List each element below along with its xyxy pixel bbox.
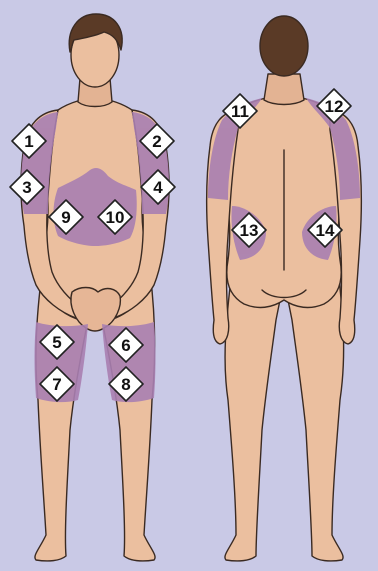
marker-number: 10 bbox=[106, 208, 125, 227]
marker-number: 13 bbox=[240, 221, 259, 240]
marker-number: 4 bbox=[153, 178, 163, 197]
marker-number: 11 bbox=[231, 102, 249, 121]
back-neck bbox=[264, 74, 304, 105]
marker-number: 3 bbox=[22, 178, 31, 197]
marker-number: 8 bbox=[121, 375, 130, 394]
marker-number: 7 bbox=[52, 375, 61, 394]
marker-number: 6 bbox=[121, 336, 130, 355]
back-head bbox=[260, 16, 308, 76]
marker-number: 9 bbox=[61, 208, 70, 227]
marker-number: 5 bbox=[52, 333, 61, 352]
marker-number: 14 bbox=[316, 221, 335, 240]
marker-number: 1 bbox=[24, 132, 33, 151]
marker-number: 2 bbox=[152, 132, 161, 151]
marker-number: 12 bbox=[325, 97, 344, 116]
